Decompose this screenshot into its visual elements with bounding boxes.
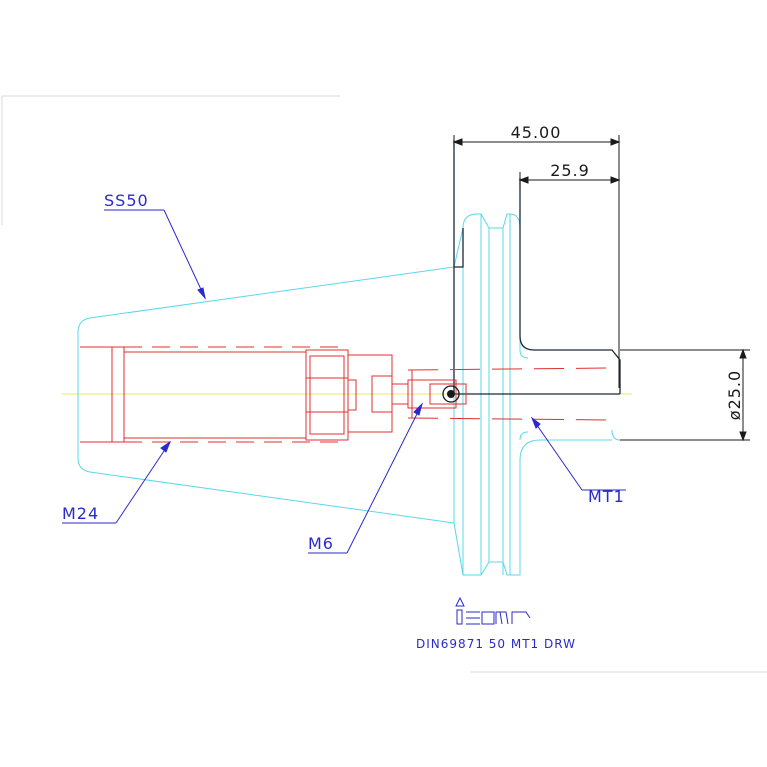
callout-m24-label: M24 [62, 504, 99, 523]
dim-inner-length: 25.9 [550, 161, 590, 180]
dimension-diameter [620, 348, 750, 442]
taper-bore [453, 140, 621, 395]
footer-caption: DIN69871 50 MT1 DRW [416, 637, 576, 651]
dim-overall-length: 45.00 [511, 123, 562, 142]
callout-mt1 [530, 416, 626, 491]
sheet-frame [1, 95, 767, 673]
callout-ss50-label: SS50 [104, 191, 149, 210]
callout-mt1-label: MT1 [588, 487, 625, 506]
callout-m6-label: M6 [308, 534, 334, 553]
ball-plunger [442, 385, 460, 403]
dimension-inner [518, 172, 621, 186]
dimension-overall [452, 135, 621, 388]
callout-m6 [308, 402, 423, 554]
iscar-logo-icon [455, 596, 531, 625]
callout-m24 [62, 440, 172, 524]
dim-diameter: ø25.0 [725, 370, 744, 420]
drawbar-assembly [80, 346, 613, 443]
callout-ss50 [104, 209, 206, 300]
